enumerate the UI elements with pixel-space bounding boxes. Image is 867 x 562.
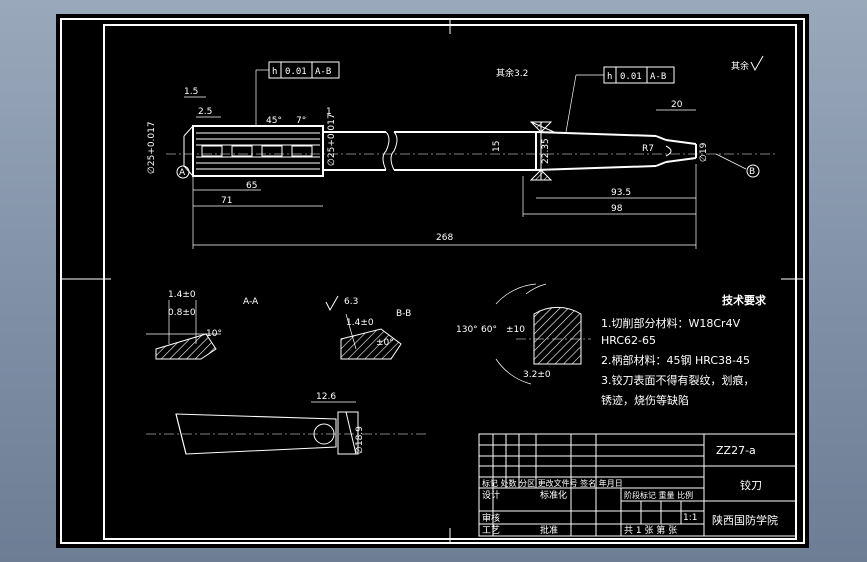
svg-text:1.4±0: 1.4±0 [168,290,196,300]
tb-design: 设计 [482,489,500,501]
svg-text:45°: 45° [266,116,282,126]
tb-row-marks: 标记 处数 分区 更改文件号 签名 年月日 [482,478,623,488]
svg-text:71: 71 [221,196,232,206]
svg-text:6.3: 6.3 [344,297,358,307]
tb-review: 审核 [482,512,500,524]
tb-approve: 批准 [540,524,558,536]
section-bb: 1.4±0 ±0° 6.3 B-B [325,295,411,360]
detail-view: 12.6 ∅18.9 [146,392,426,455]
roughness-symbol [750,55,764,72]
tol-frame-right: h 0.01 A-B [565,66,675,133]
svg-text:93.5: 93.5 [611,188,631,198]
svg-text:2.5: 2.5 [198,107,212,117]
section-aa: 1.4±0 0.8±0 10° A-A [146,290,259,360]
svg-text:其余: 其余 [731,60,749,72]
svg-text:10°: 10° [206,329,222,339]
svg-text:R7: R7 [642,144,654,154]
svg-text:A-B: A-B [650,72,666,82]
svg-text:0.01: 0.01 [620,72,642,82]
svg-text:268: 268 [436,233,453,243]
svg-text:0.8±0: 0.8±0 [168,308,196,318]
svg-text:60°: 60° [481,325,497,335]
title-block: 标记 处数 分区 更改文件号 签名 年月日 设计 标准化 审核 工艺 批准 阶段… [478,433,797,537]
svg-text:3.2±0: 3.2±0 [523,370,551,380]
svg-text:98: 98 [611,204,623,214]
tech-line-2: HRC62-65 [601,334,656,347]
svg-text:其余3.2: 其余3.2 [496,67,528,79]
tech-line-4: 3.铰刀表面不得有裂纹，划痕， [601,373,755,387]
tb-stage: 阶段标记 重量 比例 [624,490,693,500]
cutting-part [192,125,324,177]
datum-b-marker [746,164,760,178]
section-c: 130° 60° ±10 3.2±0 [456,283,591,385]
svg-text:±0°: ±0° [376,338,394,348]
svg-text:22.35: 22.35 [541,138,551,164]
svg-text:∅25+0.017: ∅25+0.017 [147,121,157,174]
svg-text:1.5: 1.5 [184,87,198,97]
svg-text:7°: 7° [296,116,306,126]
tb-part-name: 铰刀 [740,478,762,492]
tb-sheets: 共 1 张 第 张 [624,524,677,536]
tb-scale: 1:1 [683,513,697,523]
svg-text:12.6: 12.6 [316,392,336,402]
svg-text:A-A: A-A [243,297,259,307]
tech-line-5: 锈迹，烧伤等缺陷 [601,393,689,407]
tech-requirements: 技术要求 1.切削部分材料：W18Cr4V HRC62-65 2.柄部材料：45… [601,293,767,407]
svg-text:∅25+0.017: ∅25+0.017 [327,113,337,166]
datum-a-marker [176,165,190,179]
tech-line-1: 1.切削部分材料：W18Cr4V [601,316,741,330]
break-line-left [382,131,390,171]
svg-text:65: 65 [246,181,257,191]
svg-text:∅19: ∅19 [699,142,709,162]
svg-text:B: B [749,167,755,177]
svg-text:0.01: 0.01 [285,67,307,77]
svg-text:∅18.9: ∅18.9 [355,426,365,454]
inner-border [103,24,797,540]
outer-border [60,18,805,544]
svg-text:A-B: A-B [315,67,331,77]
tb-standard: 标准化 [540,489,567,501]
svg-text:h: h [607,72,612,82]
drawing-sheet: h 0.01 A-B h 0.01 A-B 1.5 2.5 45° 7° 1 6… [56,14,809,548]
tb-craft: 工艺 [482,525,500,536]
svg-text:h: h [272,67,277,77]
tol-frame-left: h 0.01 A-B [255,61,340,126]
svg-text:15: 15 [492,141,502,152]
svg-text:±10: ±10 [506,325,525,335]
svg-text:20: 20 [671,100,683,110]
tech-line-3: 2.柄部材料：45钢 HRC38-45 [601,353,750,367]
tech-title: 技术要求 [722,293,767,307]
svg-text:A: A [179,168,186,178]
svg-text:130°: 130° [456,325,478,335]
main-view: h 0.01 A-B h 0.01 A-B 1.5 2.5 45° 7° 1 6… [147,55,776,249]
drawing-canvas: h 0.01 A-B h 0.01 A-B 1.5 2.5 45° 7° 1 6… [60,18,805,544]
svg-text:B-B: B-B [396,309,411,319]
tb-drawing-no: ZZ27-a [716,444,756,457]
tb-org: 陕西国防学院 [712,513,778,527]
svg-text:1.4±0: 1.4±0 [346,318,374,328]
svg-text:1: 1 [326,107,332,117]
